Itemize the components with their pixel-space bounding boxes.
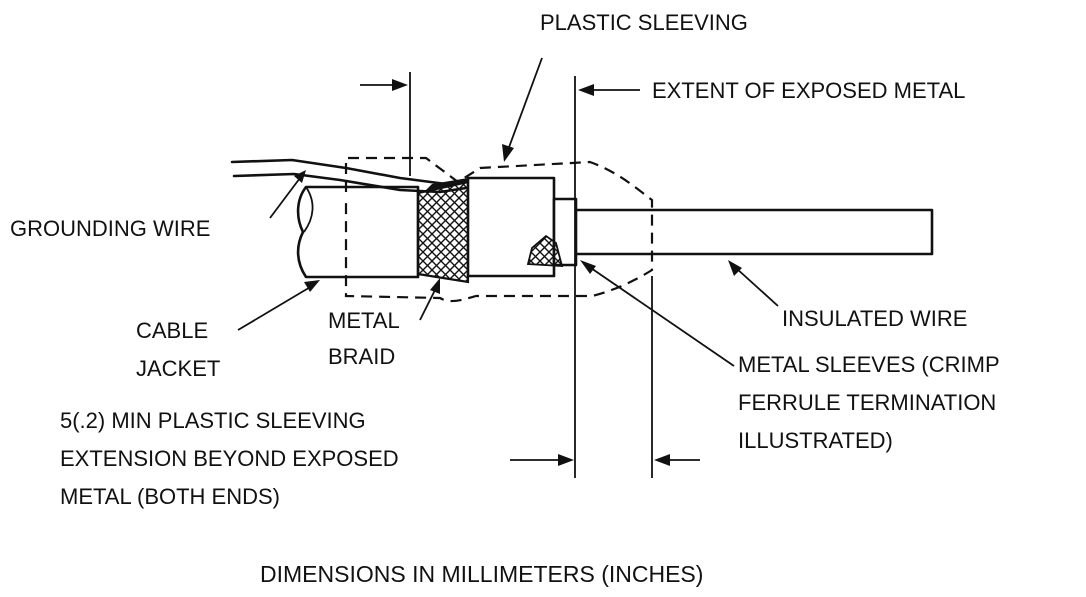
insulated-wire [572, 208, 934, 256]
dim-arrow-left-head [392, 79, 408, 91]
leader-grounding-wire-head [294, 170, 306, 183]
min-ext-arrow-left-head [558, 454, 574, 466]
label-metal-sleeves-line3: ILLUSTRATED) [738, 428, 893, 453]
plastic-sleeving-outline [344, 156, 654, 303]
grounding-wire-bottom [232, 172, 468, 194]
grounding-wire-top [230, 158, 472, 186]
label-extent-exposed-metal: EXTENT OF EXPOSED METAL [652, 78, 965, 103]
cable-jacket-end-curve [303, 186, 314, 233]
leader-plastic-sleeving [507, 57, 543, 151]
cable-jacket [296, 185, 420, 279]
label-metal-sleeves-line2: FERRULE TERMINATION [738, 390, 996, 415]
label-insulated-wire: INSULATED WIRE [782, 306, 967, 331]
label-cable-jacket-line2: JACKET [136, 356, 220, 381]
label-metal-braid-line1: METAL [328, 308, 400, 333]
leader-grounding-wire [269, 177, 301, 219]
leader-insulated-wire-head [728, 260, 742, 276]
exposed-metal-arrow-head [578, 84, 594, 96]
label-min-extension-line1: 5(.2) MIN PLASTIC SLEEVING [60, 408, 366, 433]
label-min-extension-line2: EXTENSION BEYOND EXPOSED [60, 446, 399, 471]
leader-plastic-sleeving-head [502, 144, 514, 162]
label-cable-jacket-line1: CABLE [136, 318, 208, 343]
label-grounding-wire: GROUNDING WIRE [10, 216, 210, 241]
leader-metal-sleeves-head [580, 260, 596, 274]
leader-cable-jacket-head [304, 280, 320, 292]
min-ext-arrow-right-head [654, 454, 670, 466]
leader-metal-sleeves [587, 265, 735, 367]
label-metal-braid-line2: BRAID [328, 344, 395, 369]
label-min-extension-line3: METAL (BOTH ENDS) [60, 484, 280, 509]
leader-cable-jacket [237, 285, 313, 331]
leader-insulated-wire [735, 267, 779, 307]
caption-dimensions: DIMENSIONS IN MILLIMETERS (INCHES) [260, 561, 703, 587]
label-plastic-sleeving: PLASTIC SLEEVING [540, 10, 748, 35]
ferrule-collar [552, 197, 578, 267]
label-metal-sleeves-line1: METAL SLEEVES (CRIMP [738, 352, 1000, 377]
leader-metal-braid [419, 287, 437, 321]
leader-metal-braid-head [430, 278, 440, 294]
metal-braid [416, 180, 470, 284]
ferrule-cutaway [526, 234, 564, 267]
